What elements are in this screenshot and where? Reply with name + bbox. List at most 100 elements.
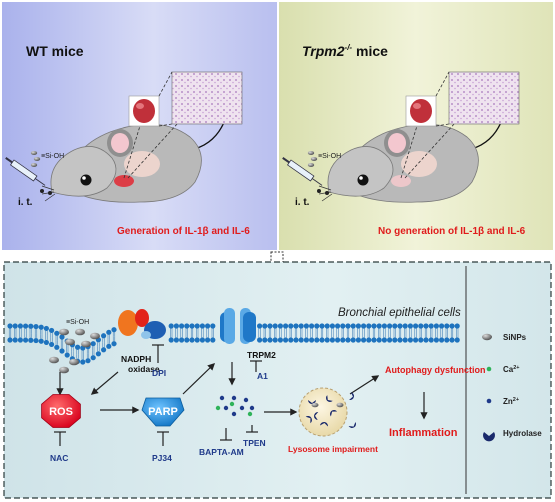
lipid-head [111, 327, 117, 333]
lipid-head [355, 323, 361, 329]
lipid-head [314, 323, 320, 329]
lipid-head [397, 337, 403, 343]
lipid-head [433, 323, 439, 329]
mouse-head [327, 146, 394, 197]
zinc-ion [239, 405, 245, 411]
tpen-label: TPEN [243, 438, 266, 448]
route-label: i. t. [18, 197, 33, 208]
lung-photo [133, 99, 155, 123]
lipid-head [392, 337, 398, 343]
lysosome-icon [298, 387, 356, 437]
lipid-head [23, 337, 29, 343]
trpm2-channel-icon [220, 308, 256, 344]
hydrolase-icon [314, 412, 319, 420]
lipid-head [439, 337, 445, 343]
lipid-head [210, 323, 216, 329]
lipid-head [7, 337, 13, 343]
hydrolase-icon [330, 410, 338, 417]
lipid-head [168, 337, 174, 343]
particle-dot [310, 157, 318, 161]
particle-dot [30, 151, 38, 155]
particle-dot [33, 157, 41, 161]
particle-dot [30, 163, 38, 167]
membrane-label: Bronchial epithelial cells [338, 307, 461, 319]
arrow-lysosome-to-autophagy [349, 375, 380, 395]
lipid-head [387, 323, 393, 329]
syringe-icon [5, 157, 46, 186]
lung-photo [410, 99, 432, 123]
legend-item: Ca2+ [486, 365, 520, 374]
lung-area [124, 151, 160, 177]
lipid-head [33, 323, 39, 330]
zinc-ion [243, 397, 249, 403]
lipid-head [101, 347, 107, 353]
syringe-barrel [10, 159, 38, 182]
lipid-head [7, 323, 13, 329]
lipid-head [298, 323, 304, 329]
lipid-head [257, 323, 263, 329]
lipid-head [28, 337, 34, 343]
pj34-label: PJ34 [152, 453, 172, 463]
lipid-head [43, 339, 50, 346]
lipid-head [95, 351, 101, 357]
zinc-ion [231, 395, 237, 401]
lipid-head [376, 323, 382, 329]
lipid-head [168, 323, 174, 329]
lung-photo-highlight [413, 103, 421, 109]
lipid-head [303, 323, 309, 329]
hydrolase-icon [305, 416, 312, 424]
knockout-mouse-illustration: ≡Si-OHi. t. [282, 71, 520, 208]
nac-label: NAC [50, 453, 68, 463]
lipid-head [303, 337, 309, 343]
sinp-particle [81, 340, 91, 348]
syringe-needle [311, 178, 323, 186]
lipid-head [12, 337, 18, 343]
lipid-head [173, 323, 179, 329]
particle-dot [40, 189, 44, 193]
lipid-head [319, 337, 325, 343]
zoom-line [435, 123, 450, 127]
mouse-eye [357, 174, 369, 186]
lipid-head [257, 337, 263, 343]
histology-image [448, 71, 520, 125]
lipid-head [189, 337, 195, 343]
lipid-head [428, 323, 434, 329]
lipid-head [199, 323, 205, 329]
lipid-head [355, 337, 361, 343]
legend-item: Hydrolase [483, 429, 542, 442]
lung-lesion [391, 175, 411, 187]
lipid-head [90, 341, 96, 347]
lipid-head [49, 341, 55, 348]
lipid-head [361, 337, 367, 343]
legend-item: SiNPs [482, 333, 527, 342]
lipid-head [449, 323, 455, 329]
lipid-head [277, 337, 283, 343]
sinp-particle [311, 402, 319, 408]
sinp-cluster [49, 328, 100, 374]
sinp-particle [49, 356, 59, 364]
knockout-panel-title: Trpm2-/- mice [302, 43, 388, 59]
lipid-head [205, 323, 211, 329]
mouse-eye [80, 174, 92, 186]
zoom-line [404, 122, 456, 179]
lipid-head [350, 337, 356, 343]
lipid-head [293, 323, 299, 329]
lipid-head [366, 323, 372, 329]
lipid-head [179, 337, 185, 343]
particle-dot [307, 163, 315, 167]
lipid-head [350, 323, 356, 329]
lipid-head [423, 337, 429, 343]
particle-dot [317, 189, 321, 193]
histology-image [171, 71, 243, 125]
lipid-head [33, 337, 39, 344]
hydrolase-icon [349, 392, 354, 400]
lipid-head [298, 337, 304, 343]
knockout-result-text: No generation of IL-1β and IL-6 [378, 226, 526, 237]
sinp-particle [59, 366, 69, 374]
mechanism-particle-label: ≡Si-OH [66, 319, 89, 326]
syringe-barrel [287, 159, 315, 182]
lipid-head [267, 337, 273, 343]
zinc-ion [249, 405, 255, 411]
lipid-head [387, 337, 393, 343]
ion-cluster [215, 395, 255, 417]
